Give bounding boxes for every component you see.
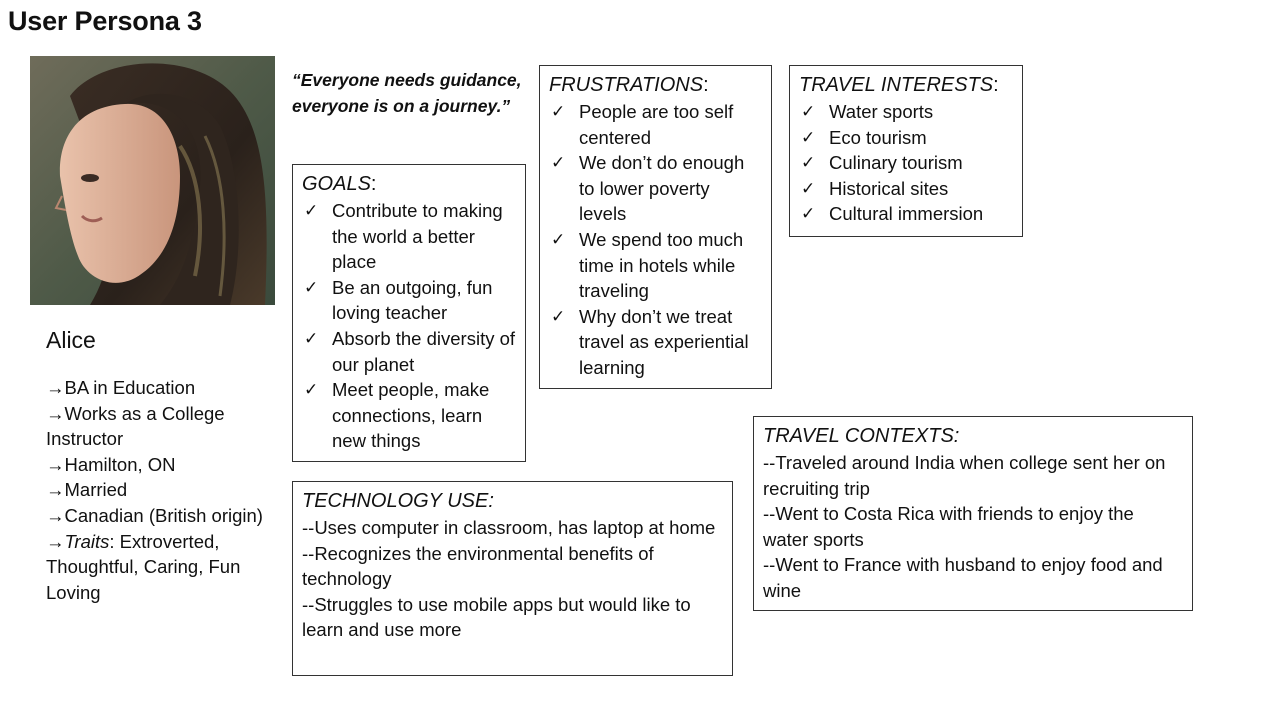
check-icon: ✓: [801, 153, 816, 173]
list-item: ✓Water sports: [799, 99, 1013, 125]
check-icon: ✓: [551, 102, 566, 121]
list-item: ✓Culinary tourism: [799, 150, 1013, 176]
profile-origin: →Canadian (British origin): [46, 504, 263, 526]
right-arrow-icon: →: [46, 453, 65, 475]
list-item: ✓We spend too much time in hotels while …: [551, 228, 744, 302]
persona-quote: “Everyone needs guidance, everyone is on…: [292, 70, 522, 116]
list-item: ✓Why don’t we treat travel as experienti…: [551, 305, 749, 378]
frustrations-box: FRUSTRATIONS: ✓People are too self cente…: [539, 65, 772, 389]
check-icon: ✓: [801, 204, 816, 224]
travel-contexts-item: --Traveled around India when college sen…: [763, 452, 1166, 499]
profile-location: →Hamilton, ON: [46, 453, 176, 475]
right-arrow-icon: →: [46, 377, 65, 398]
frustrations-heading: FRUSTRATIONS:: [549, 74, 709, 96]
list-item: ✓Eco tourism: [799, 125, 1013, 151]
profile-traits: →Traits: Extroverted, Thoughtful, Caring…: [46, 529, 286, 606]
check-icon: ✓: [801, 127, 816, 147]
profile-status: →Married: [46, 479, 128, 501]
check-icon: ✓: [801, 178, 816, 198]
goals-heading: GOALS:: [302, 173, 377, 195]
persona-photo: [30, 56, 275, 305]
persona-name: Alice: [46, 327, 96, 353]
list-item: ✓Meet people, make connections, learn ne…: [304, 379, 490, 452]
right-arrow-icon: →: [46, 402, 65, 424]
travel-contexts-box: TRAVEL CONTEXTS: --Traveled around India…: [753, 416, 1193, 611]
check-icon: ✓: [304, 277, 319, 297]
right-arrow-icon: →: [46, 479, 65, 501]
check-icon: ✓: [551, 153, 566, 173]
right-arrow-icon: →: [46, 530, 65, 552]
goals-box: GOALS: ✓Contribute to making the world a…: [292, 164, 526, 462]
page-title: User Persona 3: [8, 6, 202, 36]
travel-contexts-heading: TRAVEL CONTEXTS:: [763, 425, 960, 447]
goals-list: ✓Contribute to making the world a better…: [302, 198, 516, 454]
travel-contexts-item: --Went to France with husband to enjoy f…: [763, 554, 1163, 601]
list-item: ✓People are too self centered: [551, 101, 734, 148]
list-item: ✓Absorb the diversity of our planet: [304, 327, 516, 375]
persona-profile: →BA in Education →Works as a College Ins…: [46, 375, 286, 605]
frustrations-list: ✓People are too self centered ✓We don’t …: [549, 99, 762, 381]
list-item: ✓We don’t do enough to lower poverty lev…: [551, 152, 745, 225]
travel-interests-heading: TRAVEL INTERESTS:: [799, 74, 999, 96]
traits-value: : Extroverted, Thoughtful, Caring, Fun L…: [46, 530, 241, 603]
travel-contexts-item: --Went to Costa Rica with friends to enj…: [763, 503, 1134, 550]
right-arrow-icon: →: [46, 504, 65, 526]
technology-use-item: --Struggles to use mobile apps but would…: [302, 593, 691, 641]
profile-work: →Works as a College Instructor: [46, 402, 225, 450]
traits-label: Traits: [64, 530, 110, 552]
travel-interests-list: ✓Water sports ✓Eco tourism ✓Culinary tou…: [799, 99, 1013, 227]
list-item: ✓Be an outgoing, fun loving teacher: [304, 276, 493, 324]
travel-interests-box: TRAVEL INTERESTS: ✓Water sports ✓Eco tou…: [789, 65, 1023, 237]
technology-use-heading: TECHNOLOGY USE:: [302, 490, 494, 512]
check-icon: ✓: [801, 102, 816, 121]
check-icon: ✓: [551, 306, 566, 326]
check-icon: ✓: [304, 328, 319, 348]
check-icon: ✓: [304, 201, 319, 220]
list-item: ✓Contribute to making the world a better…: [304, 200, 503, 273]
technology-use-box: TECHNOLOGY USE: --Uses computer in class…: [292, 481, 733, 676]
list-item: ✓Historical sites: [799, 176, 1013, 202]
technology-use-item: --Uses computer in classroom, has laptop…: [302, 517, 716, 538]
check-icon: ✓: [551, 229, 566, 249]
profile-education: →BA in Education: [46, 377, 196, 398]
list-item: ✓Cultural immersion: [799, 201, 1013, 227]
technology-use-item: --Recognizes the environmental benefits …: [302, 542, 654, 590]
check-icon: ✓: [304, 380, 319, 400]
